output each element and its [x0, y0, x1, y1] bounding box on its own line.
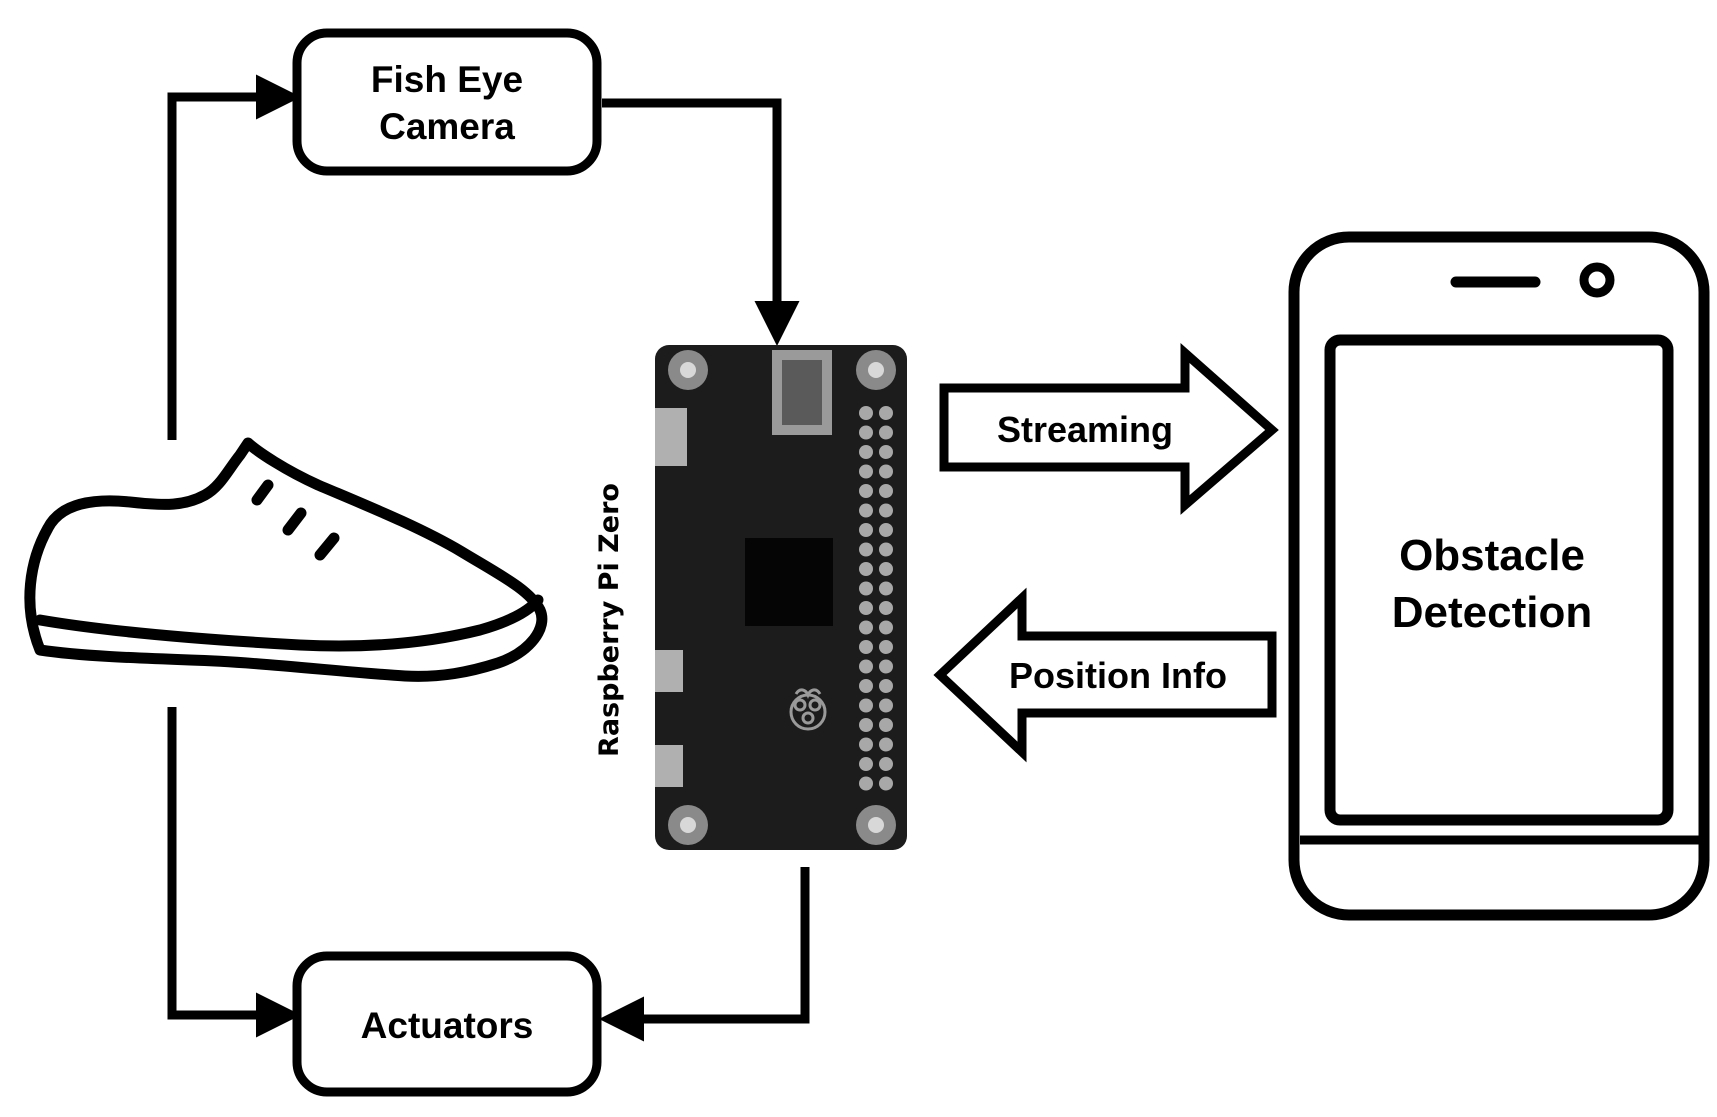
phone-screen — [1324, 334, 1674, 826]
gpio-pin — [879, 425, 893, 440]
gpio-pin — [879, 523, 893, 537]
gpio-pin — [859, 406, 873, 420]
gpio-pin — [879, 581, 893, 596]
streaming-label: Streaming — [997, 409, 1173, 450]
camera-box — [292, 28, 602, 176]
mini-hdmi-port — [655, 408, 687, 466]
gpio-pin — [859, 445, 873, 459]
gpio-pin — [859, 757, 873, 771]
connectors — [167, 74, 810, 1042]
gpio-pin — [859, 562, 873, 576]
raspberry-logo-icon — [789, 688, 827, 731]
camera-label-line2: Camera — [379, 106, 515, 147]
phone-label-line1: Obstacle — [1399, 531, 1585, 580]
gpio-pin — [879, 542, 893, 557]
gpio-pin — [859, 542, 873, 557]
streaming-arrow: Streaming — [939, 343, 1279, 515]
camera-label-line1: Fish Eye — [371, 59, 523, 100]
gpio-pin — [859, 581, 873, 596]
gpio-pin — [879, 406, 893, 420]
actuators-box — [292, 951, 602, 1097]
gpio-pin — [879, 757, 893, 771]
smartphone-icon: Obstacle Detection — [1288, 231, 1710, 921]
gpio-pin — [859, 484, 873, 498]
actuators-label: Actuators — [361, 1005, 534, 1046]
shoe-icon — [24, 437, 548, 682]
gpio-pin — [879, 601, 893, 615]
gpio-pin — [879, 718, 893, 732]
gpio-pin — [879, 679, 893, 693]
phone-label-line2: Detection — [1392, 588, 1592, 637]
gpio-pin — [879, 659, 893, 674]
position-info-arrow: Position Info — [933, 587, 1277, 763]
gpio-header — [859, 406, 893, 791]
gpio-pin — [859, 698, 873, 713]
connector-shoe-to-camera — [167, 74, 301, 440]
connector-camera-to-board — [602, 98, 800, 346]
gpio-pin — [879, 484, 893, 498]
gpio-pin — [879, 503, 893, 518]
gpio-pin — [859, 640, 873, 654]
micro-usb-port — [655, 745, 683, 787]
gpio-pin — [859, 503, 873, 518]
gpio-pin — [859, 679, 873, 693]
gpio-pin — [859, 718, 873, 732]
gpio-pin — [879, 737, 893, 752]
position-info-label: Position Info — [1009, 655, 1227, 696]
camera-node: Fish Eye Camera — [292, 28, 602, 176]
gpio-pin — [859, 776, 873, 791]
streaming-arrow-shape — [939, 343, 1279, 515]
raspberry-pi-zero-board — [655, 345, 907, 850]
gpio-pin — [859, 737, 873, 752]
gpio-pin — [859, 523, 873, 537]
gpio-pin — [879, 445, 893, 459]
phone-camera — [1579, 262, 1615, 298]
gpio-pin — [859, 601, 873, 615]
connector-shoe-to-actuators — [167, 707, 301, 1038]
connector-board-to-actuators — [599, 867, 810, 1042]
gpio-pin — [879, 620, 893, 635]
gpio-pin — [879, 562, 893, 576]
actuators-node: Actuators — [292, 951, 602, 1097]
micro-usb-port — [655, 650, 683, 692]
gpio-pin — [879, 698, 893, 713]
gpio-pin — [879, 776, 893, 791]
board-label: Raspberry Pi Zero — [594, 483, 625, 757]
gpio-pin — [879, 640, 893, 654]
gpio-pin — [859, 620, 873, 635]
gpio-pin — [859, 425, 873, 440]
gpio-pin — [859, 659, 873, 674]
processor-chip — [745, 538, 833, 626]
gpio-pin — [859, 464, 873, 479]
gpio-pin — [879, 464, 893, 479]
position-arrow-shape — [933, 587, 1277, 763]
